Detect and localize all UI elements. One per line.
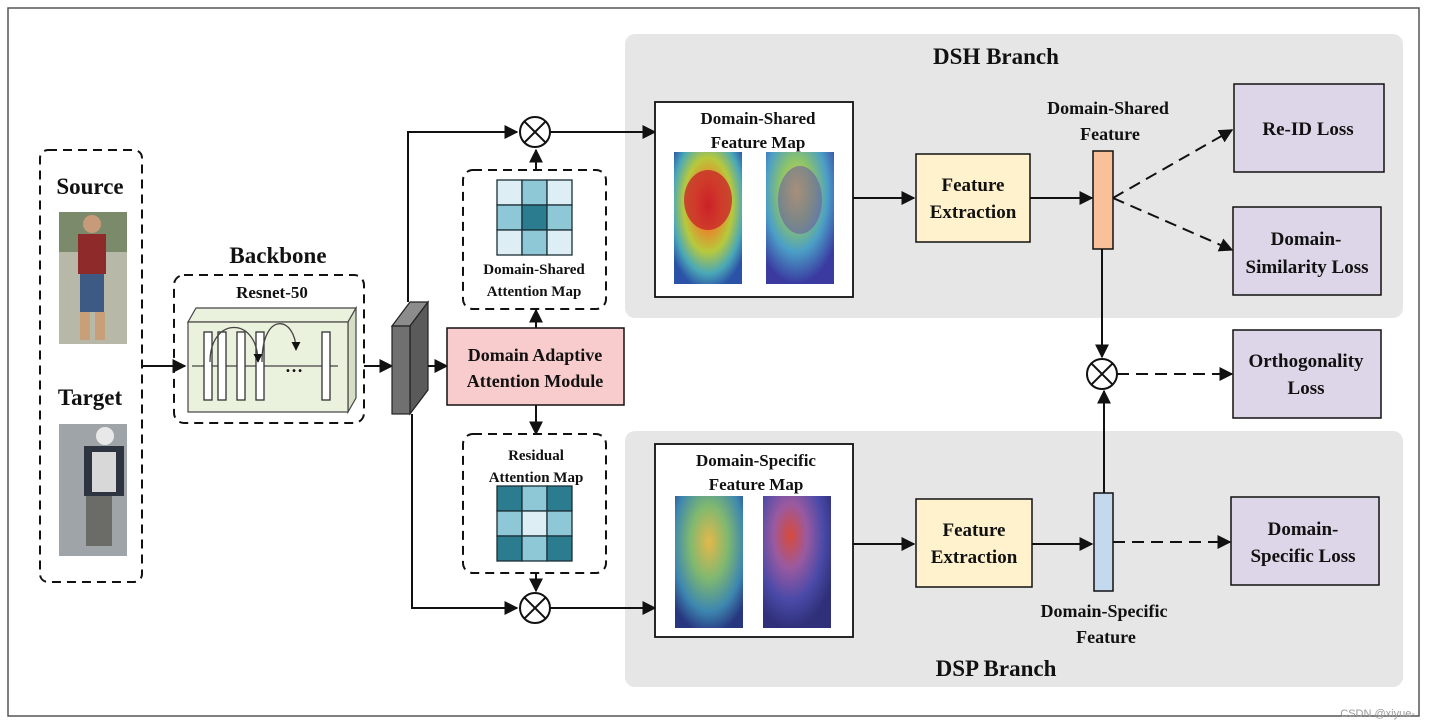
shared-feature-map-line2: Feature Map: [711, 133, 806, 152]
multiply-node-orthogonality: [1086, 358, 1118, 390]
attention-grid-cell: [521, 229, 548, 256]
dsp-feature-extraction: [915, 498, 1033, 588]
domain-specific-feature-vector: [1093, 492, 1114, 592]
orthogonality-loss-line1: Orthogonality: [1248, 351, 1364, 372]
shared-feature-line2: Feature: [1080, 124, 1140, 144]
specific-feature-map-line1: Domain-Specific: [696, 451, 816, 470]
multiply-node-residual: [519, 592, 551, 624]
backbone-group: [173, 274, 365, 424]
backbone-net-label: Resnet-50: [236, 283, 308, 302]
reid-loss-box: [1233, 83, 1385, 173]
specific-feature-line2: Feature: [1076, 627, 1136, 647]
specific-heatmap-source: [675, 496, 743, 628]
residual-attention-map-line1: Residual: [508, 448, 564, 464]
dsp-branch-title: DSP Branch: [936, 656, 1057, 681]
shared-attention-grid: [496, 179, 573, 256]
target-image: [59, 424, 127, 556]
specific-loss-line1: Domain-: [1268, 519, 1339, 540]
shared-heatmap-target: [766, 152, 834, 284]
domain-adaptive-attention-module: [446, 327, 625, 406]
dsp-extraction-line2: Extraction: [931, 547, 1018, 568]
source-label: Source: [56, 174, 123, 199]
multiply-node-shared: [519, 116, 551, 148]
backbone-title: Backbone: [229, 243, 326, 268]
residual-attention-map-line2: Attention Map: [489, 470, 584, 486]
residual-attention-map-group: [462, 433, 607, 574]
watermark: CSDN @xiyue-: [1340, 708, 1415, 720]
attention-grid-cell: [496, 535, 523, 562]
dsh-extraction-line1: Feature: [942, 175, 1005, 196]
attention-grid-cell: [546, 510, 573, 537]
attention-grid-cell: [496, 204, 523, 231]
similarity-loss-line2: Similarity Loss: [1246, 257, 1369, 278]
attention-grid-cell: [546, 229, 573, 256]
attention-grid-cell: [496, 485, 523, 512]
attention-grid-cell: [496, 179, 523, 206]
attention-grid-cell: [496, 510, 523, 537]
source-image: [59, 212, 127, 344]
similarity-loss-line1: Domain-: [1271, 229, 1342, 250]
specific-loss-line2: Specific Loss: [1250, 546, 1355, 567]
shared-feature-line1: Domain-Shared: [1047, 98, 1169, 118]
attention-grid-cell: [546, 204, 573, 231]
backbone-ellipsis: …: [285, 356, 303, 376]
attention-grid-cell: [521, 485, 548, 512]
shared-attention-map-group: [462, 169, 607, 310]
attention-grid-cell: [521, 179, 548, 206]
dsh-branch-title: DSH Branch: [933, 44, 1059, 69]
attention-grid-cell: [546, 485, 573, 512]
target-label: Target: [58, 385, 123, 410]
reid-loss-label: Re-ID Loss: [1262, 119, 1353, 140]
attention-grid-cell: [546, 179, 573, 206]
domain-shared-feature-vector: [1092, 150, 1114, 250]
orthogonality-loss-line2: Loss: [1288, 378, 1325, 399]
backbone-feature-tensor: [390, 300, 430, 416]
domain-specific-loss-box: [1230, 496, 1380, 586]
domain-similarity-loss-box: [1232, 206, 1382, 296]
orthogonality-loss-box: [1232, 329, 1382, 419]
shared-attention-map-line2: Attention Map: [487, 284, 582, 300]
attention-grid-cell: [521, 510, 548, 537]
dsh-feature-extraction: [915, 153, 1031, 243]
specific-feature-map-line2: Feature Map: [709, 475, 804, 494]
specific-heatmap-target: [763, 496, 831, 628]
attention-grid-cell: [496, 229, 523, 256]
attention-grid-cell: [521, 535, 548, 562]
specific-feature-line1: Domain-Specific: [1041, 601, 1168, 621]
attention-module-line2: Attention Module: [467, 371, 604, 391]
shared-attention-map-line1: Domain-Shared: [483, 262, 585, 278]
resnet-block: [186, 305, 358, 415]
attention-grid-cell: [546, 535, 573, 562]
shared-heatmap-source: [674, 152, 742, 284]
shared-feature-map-line1: Domain-Shared: [701, 109, 816, 128]
dsp-extraction-line1: Feature: [943, 520, 1006, 541]
residual-attention-grid: [496, 485, 573, 562]
dsh-extraction-line2: Extraction: [930, 202, 1017, 223]
attention-grid-cell: [521, 204, 548, 231]
attention-module-line1: Domain Adaptive: [468, 345, 603, 365]
